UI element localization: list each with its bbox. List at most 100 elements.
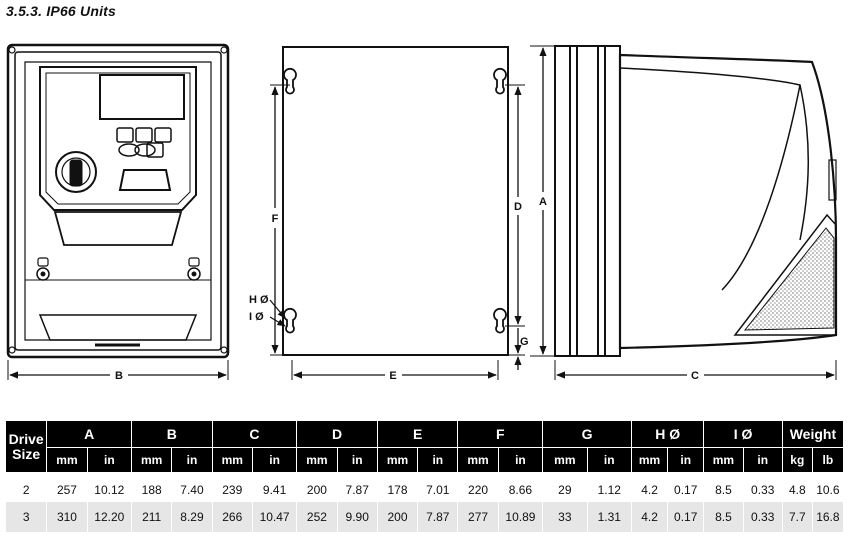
table-row: 3 310 12.20 211 8.29 266 10.47 252 9.90 … (4, 502, 845, 532)
dimension-e: E (291, 360, 499, 382)
unit-header: in (86, 447, 133, 476)
unit-header: mm (457, 447, 499, 476)
table-cell: 220 (457, 472, 499, 502)
group-header: F (457, 420, 544, 448)
unit-header: mm (131, 447, 173, 476)
table-cell: 310 (46, 502, 88, 532)
group-header: A (46, 420, 133, 448)
unit-header: mm (542, 447, 588, 476)
table-cell: 200 (376, 502, 419, 532)
back-view (282, 46, 509, 356)
dimension-f: F (270, 84, 290, 356)
table-cell: 7.87 (417, 502, 459, 532)
dim-label-d: D (514, 201, 522, 213)
dimension-d: D (505, 84, 525, 327)
side-view (554, 45, 838, 357)
table-cell: 266 (211, 502, 253, 532)
group-header: G (542, 420, 632, 448)
table-cell: 257 (46, 472, 88, 502)
table-cell: 9.41 (251, 472, 298, 502)
table-cell: 10.6 (811, 472, 845, 502)
unit-header: in (667, 447, 705, 476)
table-cell: 10.47 (251, 502, 298, 532)
table-cell: 8.5 (703, 472, 744, 502)
dim-label-a: A (539, 196, 547, 208)
dimension-drawing: B F H Ø I Ø D G E (6, 43, 838, 382)
table-cell: 0.33 (742, 472, 783, 502)
table-cell: 10.89 (497, 502, 544, 532)
table-cell: 16.8 (811, 502, 845, 532)
unit-header: in (497, 447, 544, 476)
table-cell: 7.40 (171, 472, 213, 502)
table-cell: 239 (211, 472, 253, 502)
table-cell: 0.17 (667, 502, 705, 532)
table-cell: 277 (457, 502, 499, 532)
unit-header: in (586, 447, 632, 476)
unit-header: lb (811, 447, 845, 476)
group-header: C (211, 420, 298, 448)
unit-header: mm (376, 447, 419, 476)
group-header: Weight (781, 420, 845, 448)
table-cell: 10.12 (86, 472, 133, 502)
group-header: H Ø (630, 420, 705, 448)
unit-header: mm (630, 447, 669, 476)
table-cell: 8.29 (171, 502, 213, 532)
dimension-a: A (530, 45, 555, 357)
dim-label-i: I Ø (249, 311, 264, 323)
table-cell: 0.33 (742, 502, 783, 532)
dim-label-b: B (115, 370, 123, 382)
table-cell: 7.7 (781, 502, 813, 532)
unit-header: mm (46, 447, 88, 476)
unit-header: in (742, 447, 783, 476)
table-cell: 200 (296, 472, 338, 502)
table-cell: 0.17 (667, 472, 705, 502)
table-cell: 178 (376, 472, 419, 502)
unit-header: in (417, 447, 459, 476)
dim-label-c: C (691, 370, 699, 382)
table-cell: 29 (542, 472, 588, 502)
unit-header: mm (296, 447, 338, 476)
table-cell: 9.90 (336, 502, 378, 532)
group-header: B (131, 420, 213, 448)
table-cell: 12.20 (86, 502, 133, 532)
unit-header: mm (703, 447, 744, 476)
section-title: 3.5.3. IP66 Units (6, 3, 117, 19)
dim-label-e: E (389, 370, 396, 382)
dim-label-g: G (520, 336, 529, 348)
table-cell: 1.12 (586, 472, 632, 502)
front-view (6, 43, 230, 359)
table-cell: 211 (131, 502, 173, 532)
table-cell: 7.01 (417, 472, 459, 502)
dim-label-f: F (272, 213, 279, 225)
table-cell: 4.2 (630, 472, 669, 502)
table-cell: 4.2 (630, 502, 669, 532)
group-header: D (296, 420, 378, 448)
table-row: 2 257 10.12 188 7.40 239 9.41 200 7.87 1… (4, 472, 845, 502)
table-cell: 7.87 (336, 472, 378, 502)
unit-header: in (171, 447, 213, 476)
table-cell: 4.8 (781, 472, 813, 502)
dimension-h-i: H Ø I Ø (249, 294, 286, 327)
table-cell: 188 (131, 472, 173, 502)
table-cell: 1.31 (586, 502, 632, 532)
table-cell: 2 (4, 472, 48, 502)
table-cell: 8.5 (703, 502, 744, 532)
group-header: E (376, 420, 459, 448)
dimension-b: B (7, 360, 229, 382)
table-unit-header-row: mm in mm in mm in mm in mm in mm in mm i… (6, 447, 845, 476)
table-cell: 3 (4, 502, 48, 532)
unit-header: kg (781, 447, 813, 476)
unit-header: in (336, 447, 378, 476)
dimension-g: G (508, 328, 529, 370)
table-cell: 33 (542, 502, 588, 532)
table-cell: 8.66 (497, 472, 544, 502)
unit-header: in (251, 447, 298, 476)
unit-header: mm (211, 447, 253, 476)
group-header: I Ø (703, 420, 783, 448)
table-cell: 252 (296, 502, 338, 532)
dimension-c: C (554, 360, 837, 382)
dim-label-h: H Ø (249, 294, 269, 306)
